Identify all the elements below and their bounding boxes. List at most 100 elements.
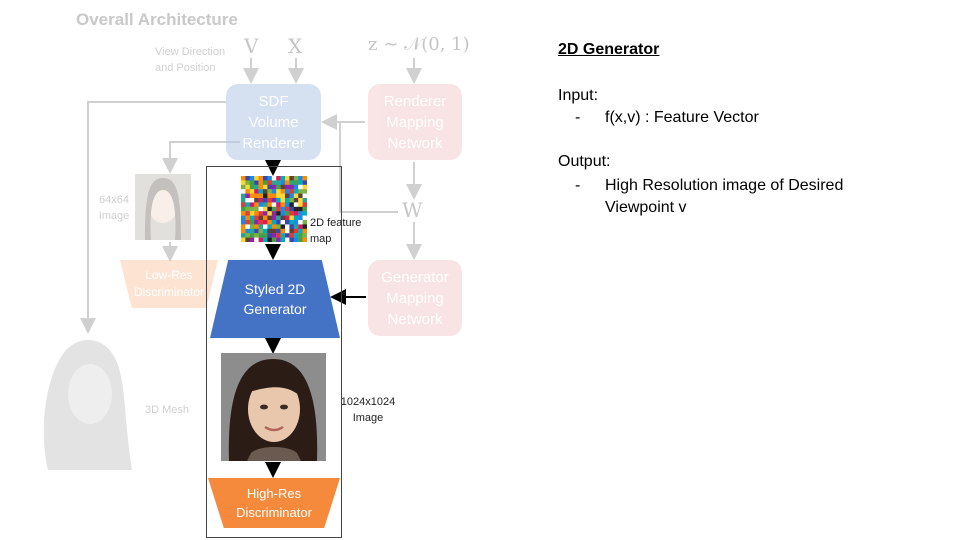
feature-cell — [293, 206, 299, 212]
feature-cell — [302, 193, 308, 199]
feature-cell — [263, 176, 268, 181]
feature-cell — [258, 215, 264, 221]
feature-cell — [293, 193, 299, 199]
feature-cell — [280, 224, 286, 229]
sdf-volume-renderer-label: SDF Volume Renderer — [242, 92, 305, 152]
feature-cell — [285, 176, 290, 181]
feature-cell — [254, 215, 259, 221]
feature-cell — [280, 220, 286, 225]
feature-cell — [258, 233, 264, 238]
feature-cell — [302, 237, 308, 243]
feature-cell — [241, 202, 246, 207]
feature-cell — [267, 228, 272, 234]
feature-cell — [258, 198, 264, 203]
feature-cell — [263, 220, 268, 225]
feature-cell — [285, 184, 290, 190]
feature-map-grid — [241, 176, 308, 243]
feature-cell — [254, 224, 259, 229]
feature-cell — [263, 211, 268, 216]
feature-cell — [271, 176, 277, 181]
feature-cell — [280, 211, 286, 216]
feature-cell — [249, 233, 255, 238]
feature-cell — [289, 237, 294, 243]
feature-cell — [267, 215, 272, 221]
feature-cell — [302, 233, 308, 238]
highlight-frame — [206, 166, 342, 538]
feature-cell — [276, 215, 281, 221]
feature-cell — [289, 211, 294, 216]
feature-cell — [289, 193, 294, 199]
feature-cell — [271, 184, 277, 190]
feature-cell — [271, 228, 277, 234]
feature-cell — [289, 233, 294, 238]
feature-cell — [263, 237, 268, 243]
lowres-image-label: 64x64 Image — [98, 194, 130, 222]
feature-cell — [271, 198, 277, 203]
feature-cell — [302, 211, 308, 216]
feature-cell — [298, 224, 303, 229]
feature-cell — [245, 189, 250, 194]
feature-cell — [289, 176, 294, 181]
feature-cell — [276, 237, 281, 243]
feature-cell — [276, 220, 281, 225]
feature-cell — [293, 224, 299, 229]
feature-cell — [302, 202, 308, 207]
feature-cell — [241, 215, 246, 221]
lowres-discriminator: Low-Res Discriminator — [120, 260, 218, 308]
feature-cell — [263, 189, 268, 194]
output-bullet-dash: - — [575, 177, 581, 194]
feature-cell — [245, 202, 250, 207]
feature-cell — [241, 193, 246, 199]
feature-cell — [271, 211, 277, 216]
feature-cell — [271, 215, 277, 221]
feature-cell — [276, 206, 281, 212]
feature-cell — [298, 193, 303, 199]
feature-cell — [258, 202, 264, 207]
feature-cell — [298, 206, 303, 212]
feature-cell — [245, 233, 250, 238]
feature-cell — [271, 202, 277, 207]
x-symbol: X — [288, 34, 303, 58]
feature-cell — [263, 180, 268, 185]
feature-cell — [285, 220, 290, 225]
feature-cell — [293, 180, 299, 185]
feature-cell — [249, 202, 255, 207]
feature-cell — [267, 224, 272, 229]
view-direction-label: View Direction and Position — [155, 46, 226, 74]
feature-cell — [241, 237, 246, 243]
feature-cell — [302, 189, 308, 194]
feature-cell — [267, 180, 272, 185]
feature-cell — [280, 198, 286, 203]
feature-cell — [280, 193, 286, 199]
feature-cell — [258, 184, 264, 190]
feature-cell — [241, 184, 246, 190]
feature-cell — [293, 189, 299, 194]
feature-cell — [298, 184, 303, 190]
feature-cell — [293, 202, 299, 207]
feature-cell — [254, 180, 259, 185]
feature-cell — [258, 228, 264, 234]
feature-cell — [302, 228, 308, 234]
feature-cell — [285, 211, 290, 216]
feature-cell — [254, 198, 259, 203]
feature-cell — [289, 215, 294, 221]
feature-cell — [293, 220, 299, 225]
feature-cell — [280, 180, 286, 185]
feature-cell — [280, 189, 286, 194]
feature-cell — [267, 193, 272, 199]
hires-discriminator-label: High-Res Discriminator — [236, 486, 312, 520]
feature-cell — [293, 215, 299, 221]
feature-cell — [298, 211, 303, 216]
feature-cell — [245, 211, 250, 216]
feature-cell — [293, 176, 299, 181]
feature-cell — [298, 220, 303, 225]
feature-cell — [289, 184, 294, 190]
feature-cell — [298, 228, 303, 234]
feature-cell — [263, 228, 268, 234]
feature-cell — [241, 224, 246, 229]
feature-cell — [249, 184, 255, 190]
feature-cell — [298, 189, 303, 194]
feature-cell — [267, 211, 272, 216]
feature-cell — [249, 189, 255, 194]
feature-cell — [241, 176, 246, 181]
